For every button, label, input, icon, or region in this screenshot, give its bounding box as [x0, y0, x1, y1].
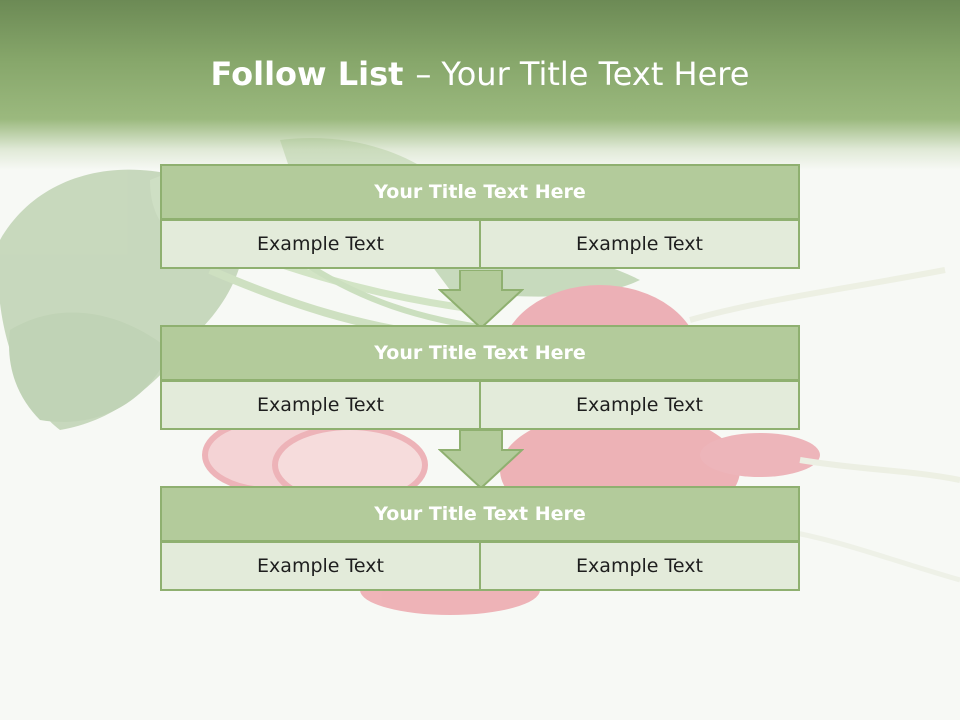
- list-block-2: Your Title Text Here Example Text Exampl…: [160, 325, 800, 430]
- down-arrow-2-icon: [438, 430, 524, 490]
- slide-title: Follow List–Your Title Text Here: [0, 52, 960, 96]
- block-1-left-cell: Example Text: [160, 219, 481, 269]
- block-1-right-cell: Example Text: [479, 219, 800, 269]
- block-2-title: Your Title Text Here: [160, 325, 800, 381]
- down-arrow-1-icon: [438, 270, 524, 330]
- header-band: [0, 0, 960, 170]
- block-1-row: Example Text Example Text: [160, 219, 800, 269]
- title-dash: –: [415, 55, 432, 93]
- title-bold: Follow List: [210, 55, 404, 93]
- block-3-row: Example Text Example Text: [160, 541, 800, 591]
- block-3-right-cell: Example Text: [479, 541, 800, 591]
- list-block-3: Your Title Text Here Example Text Exampl…: [160, 486, 800, 591]
- block-3-left-cell: Example Text: [160, 541, 481, 591]
- title-rest: Your Title Text Here: [441, 55, 750, 93]
- block-2-row: Example Text Example Text: [160, 380, 800, 430]
- block-3-title: Your Title Text Here: [160, 486, 800, 542]
- list-block-1: Your Title Text Here Example Text Exampl…: [160, 164, 800, 269]
- block-2-left-cell: Example Text: [160, 380, 481, 430]
- block-2-right-cell: Example Text: [479, 380, 800, 430]
- block-1-title: Your Title Text Here: [160, 164, 800, 220]
